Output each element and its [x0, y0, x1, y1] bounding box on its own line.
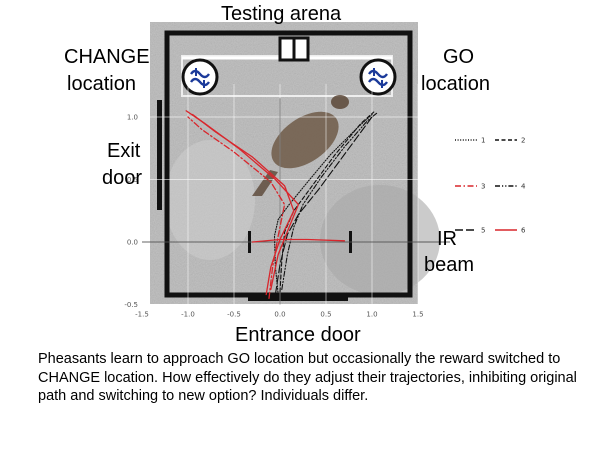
entrance-door-label: Entrance door: [235, 324, 361, 346]
change-location-label-line2: location: [67, 73, 136, 95]
trajectory-4: [281, 112, 378, 291]
trajectory-extra-6: [185, 110, 300, 291]
change-location-label-line1: CHANGE: [64, 46, 150, 68]
exit-door-marker: [157, 100, 162, 210]
trajectory-3: [187, 116, 286, 299]
floor-light-patch: [165, 140, 255, 260]
y-tick-label: 0.5: [127, 176, 138, 184]
ir-beam-label-line1: IR: [437, 228, 457, 250]
exit-door-label-line1: Exit: [107, 140, 141, 162]
legend-label-1: 1: [481, 137, 485, 145]
legend: 1 2 3 4 5 6: [455, 137, 526, 235]
x-tick-label: 1.5: [412, 311, 423, 319]
legend-label-6: 6: [521, 227, 526, 235]
ir-beam-label-line2: beam: [424, 254, 475, 276]
go-location-label-line1: GO: [443, 46, 475, 68]
x-tick-label: 1.0: [366, 311, 377, 319]
change-location-symbol-icon: [181, 58, 219, 96]
trajectory-lines: [185, 110, 378, 299]
legend-label-5: 5: [481, 227, 485, 235]
go-location-label-line2: location: [421, 73, 490, 95]
caption: Pheasants learn to approach GO location …: [38, 351, 577, 404]
trajectory-5: [274, 116, 373, 296]
exit-door-label-line2: door: [102, 167, 143, 189]
x-tick-label: 0.0: [274, 311, 285, 319]
y-tick-label: -0.5: [124, 301, 138, 309]
go-location-symbol-icon: [359, 58, 397, 96]
x-tick-label: -0.5: [227, 311, 241, 319]
x-tick-label: -1.5: [135, 311, 149, 319]
y-tick-label: 0.0: [127, 239, 138, 247]
x-tick-label: 0.5: [320, 311, 331, 319]
legend-label-2: 2: [521, 137, 525, 145]
x-tick-label: -1.0: [181, 311, 195, 319]
entrance-door-marker: [248, 296, 348, 301]
legend-label-3: 3: [481, 183, 485, 191]
arena-wall: [164, 30, 413, 298]
y-tick-label: 1.0: [127, 114, 138, 122]
legend-label-4: 4: [521, 183, 526, 191]
trajectory-extra-7: [251, 238, 346, 243]
testing-arena-label: Testing arena: [221, 3, 342, 25]
trajectory-1: [273, 113, 373, 296]
